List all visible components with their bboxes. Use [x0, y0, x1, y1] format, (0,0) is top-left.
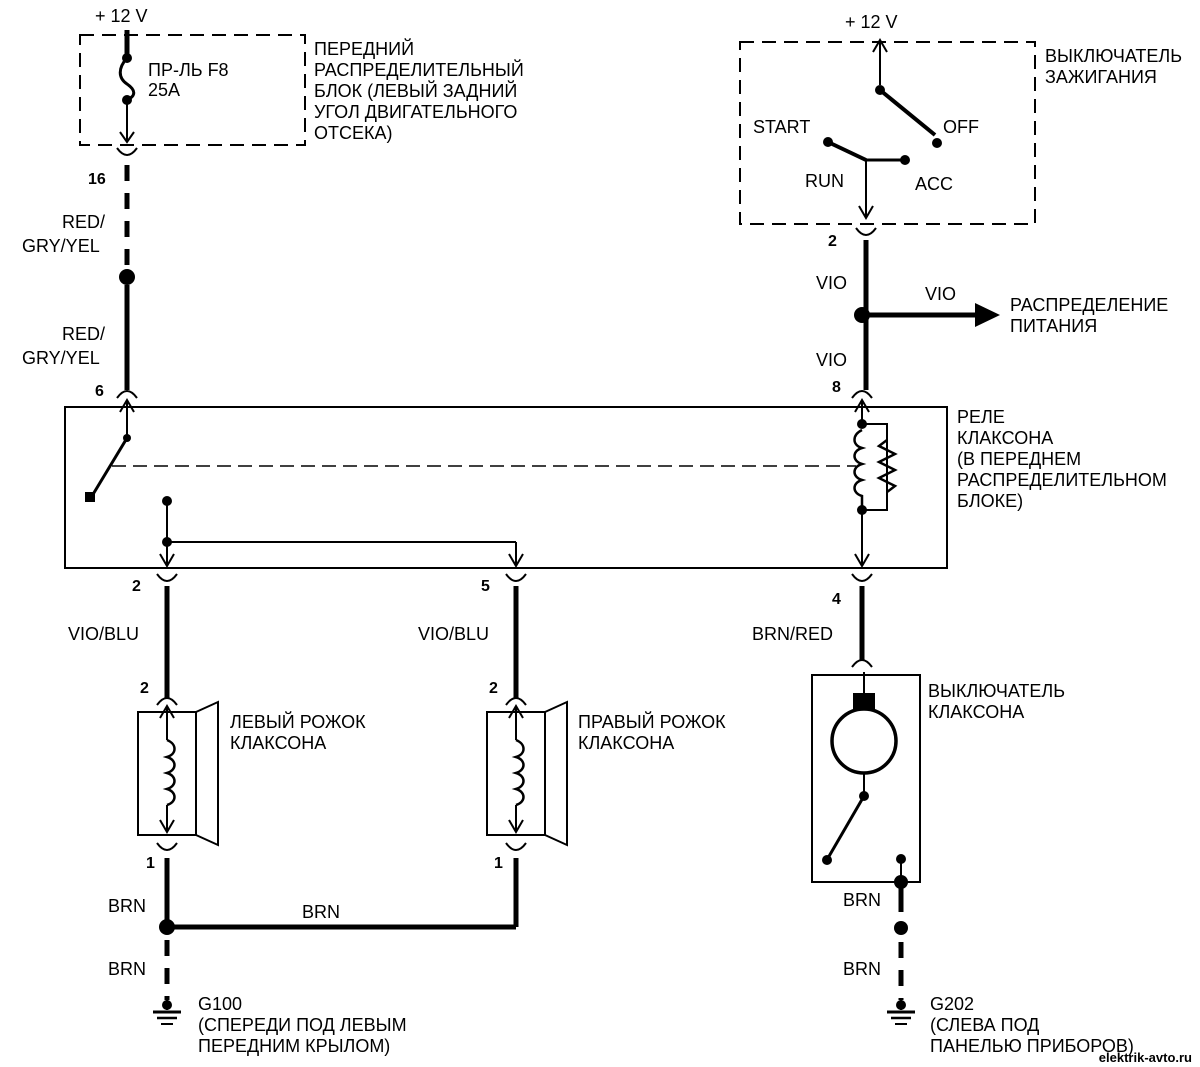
connector-6-icon [116, 390, 138, 399]
fuse-block-desc-line: УГОЛ ДВИГАТЕЛЬНОГО [314, 102, 517, 122]
ground-left-desc-line: (СПЕРЕДИ ПОД ЛЕВЫМ [198, 1015, 407, 1035]
wire-label: BRN [108, 959, 146, 979]
ground-right-name: G202 [930, 994, 974, 1014]
horn-left-desc-line: ЛЕВЫЙ РОЖОК [230, 711, 366, 732]
horn-right-symbol [486, 700, 568, 847]
connector-horn-right-1-icon [505, 842, 527, 851]
ground-left-icon [153, 1000, 181, 1025]
horn-switch-outline [811, 674, 921, 883]
left-supply-label: + 12 V [95, 6, 148, 26]
wire-label: RED/ [62, 212, 105, 232]
relay-contact-symbol [85, 398, 135, 502]
connector-16-icon [116, 147, 138, 156]
fuse-block-outline [79, 34, 306, 146]
pin-relay-5-label: 5 [481, 578, 490, 595]
horn-switch-symbol [822, 672, 906, 882]
wire-label: BRN [843, 890, 881, 910]
fuse-symbol [118, 30, 136, 144]
relay-description: РЕЛЕ КЛАКСОНА (В ПЕРЕДНЕМ РАСПРЕДЕЛИТЕЛЬ… [957, 407, 1167, 511]
relay-desc-line: РАСПРЕДЕЛИТЕЛЬНОМ [957, 470, 1167, 490]
wire-label: VIO/BLU [418, 624, 489, 644]
fuse-block-description: ПЕРЕДНИЙ РАСПРЕДЕЛИТЕЛЬНЫЙ БЛОК (ЛЕВЫЙ З… [314, 38, 524, 143]
ignition-desc-line: ЗАЖИГАНИЯ [1045, 67, 1157, 87]
connector-relay-5-icon [505, 573, 527, 582]
wire-label: BRN [108, 896, 146, 916]
pin-horn-left-2-label: 2 [140, 680, 149, 697]
wire-label: BRN [302, 902, 340, 922]
horn-left-symbol [137, 700, 219, 847]
wire-label: VIO [816, 350, 847, 370]
fuse-block-desc-line: БЛОК (ЛЕВЫЙ ЗАДНИЙ [314, 80, 517, 101]
pin-6-label: 6 [95, 383, 104, 400]
pin-horn-right-2-label: 2 [489, 680, 498, 697]
ignition-switch-symbol [823, 38, 942, 220]
pin-ign-2-label: 2 [828, 233, 837, 250]
relay-coil-symbol [853, 398, 898, 568]
ground-left-name: G100 [198, 994, 242, 1014]
pin-8-label: 8 [832, 379, 841, 396]
ign-pos-run: RUN [805, 171, 844, 191]
horn-left-desc-line: КЛАКСОНА [230, 733, 326, 753]
fuse-block-desc-line: РАСПРЕДЕЛИТЕЛЬНЫЙ [314, 59, 524, 80]
power-dist-line: РАСПРЕДЕЛЕНИЕ [1010, 295, 1168, 315]
wire-label: GRY/YEL [22, 348, 100, 368]
wire-label: BRN [843, 959, 881, 979]
ground-right-icon [887, 1000, 915, 1025]
splice-left-upper [119, 269, 135, 285]
relay-desc-line: РЕЛЕ [957, 407, 1005, 427]
splice-right-lower [894, 921, 908, 935]
power-dist-line: ПИТАНИЯ [1010, 316, 1097, 336]
fuse-block-desc-line: ОТСЕКА) [314, 123, 393, 143]
wire-label: VIO/BLU [68, 624, 139, 644]
horn-relay-outline [64, 406, 948, 569]
wire-label: BRN/RED [752, 624, 833, 644]
watermark: elektrik-avto.ru [1099, 1050, 1192, 1065]
relay-output-bus [159, 496, 524, 568]
wire-label: GRY/YEL [22, 236, 100, 256]
ground-left-desc-line: ПЕРЕДНИМ КРЫЛОМ) [198, 1036, 390, 1056]
horn-switch-desc-line: КЛАКСОНА [928, 702, 1024, 722]
ignition-switch-outline [739, 41, 1036, 225]
pin-horn-left-1-label: 1 [146, 855, 155, 872]
horn-switch-desc-line: ВЫКЛЮЧАТЕЛЬ [928, 681, 1065, 701]
pin-horn-right-1-label: 1 [494, 855, 503, 872]
horn-right-desc-line: КЛАКСОНА [578, 733, 674, 753]
connector-horn-switch-icon [851, 659, 873, 668]
pin-16-label: 16 [88, 171, 106, 188]
ignition-desc-line: ВЫКЛЮЧАТЕЛЬ [1045, 46, 1182, 66]
ign-pos-off: OFF [943, 117, 979, 137]
connector-horn-left-1-icon [156, 842, 178, 851]
fuse-rating: 25A [148, 80, 180, 100]
connector-8-icon [851, 390, 873, 399]
relay-desc-line: КЛАКСОНА [957, 428, 1053, 448]
connector-ign-2-icon [855, 227, 877, 236]
relay-desc-line: БЛОКЕ) [957, 491, 1023, 511]
fuse-block-desc-line: ПЕРЕДНИЙ [314, 38, 414, 59]
connector-relay-2-icon [156, 573, 178, 582]
ign-pos-start: START [753, 117, 810, 137]
wire-label: VIO [816, 273, 847, 293]
connector-horn-left-2-icon [156, 697, 178, 706]
fuse-name: ПР-ЛЬ F8 [148, 60, 229, 80]
right-supply-label: + 12 V [845, 12, 898, 32]
connector-horn-right-2-icon [505, 697, 527, 706]
relay-desc-line: (В ПЕРЕДНЕМ [957, 449, 1081, 469]
arrow-right-icon [975, 303, 1000, 327]
connector-relay-4-icon [851, 573, 873, 582]
pin-relay-4-label: 4 [832, 591, 841, 608]
ign-pos-acc: ACC [915, 174, 953, 194]
wire-label: VIO [925, 284, 956, 304]
ground-right-desc-line: ПАНЕЛЬЮ ПРИБОРОВ) [930, 1036, 1134, 1056]
pin-relay-2-label: 2 [132, 578, 141, 595]
ground-right-desc-line: (СЛЕВА ПОД [930, 1015, 1039, 1035]
horn-right-desc-line: ПРАВЫЙ РОЖОК [578, 711, 726, 732]
wire-label: RED/ [62, 324, 105, 344]
